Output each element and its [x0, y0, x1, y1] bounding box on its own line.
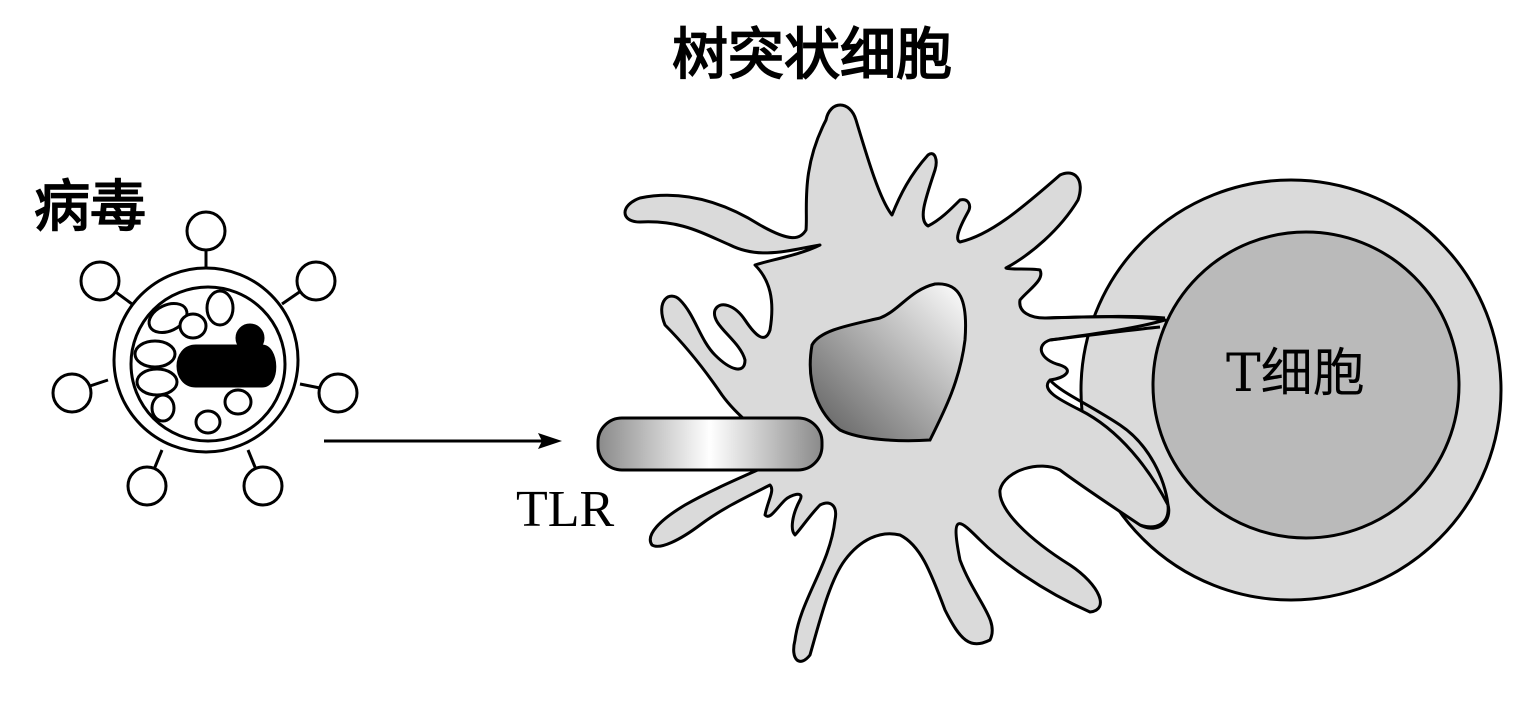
nucleus: [808, 282, 968, 443]
dendritic-cell-label: 树突状细胞: [672, 23, 952, 88]
tlr-receptor: [596, 416, 824, 472]
tlr-label: TLR: [516, 481, 615, 538]
virus: [51, 210, 359, 507]
dendrite-contacts: [1044, 314, 1170, 529]
virus-label: 病毒: [34, 175, 146, 240]
t-cell-label: T细胞: [1226, 344, 1365, 404]
t-cell: [1079, 178, 1503, 602]
arrow: [324, 433, 562, 449]
